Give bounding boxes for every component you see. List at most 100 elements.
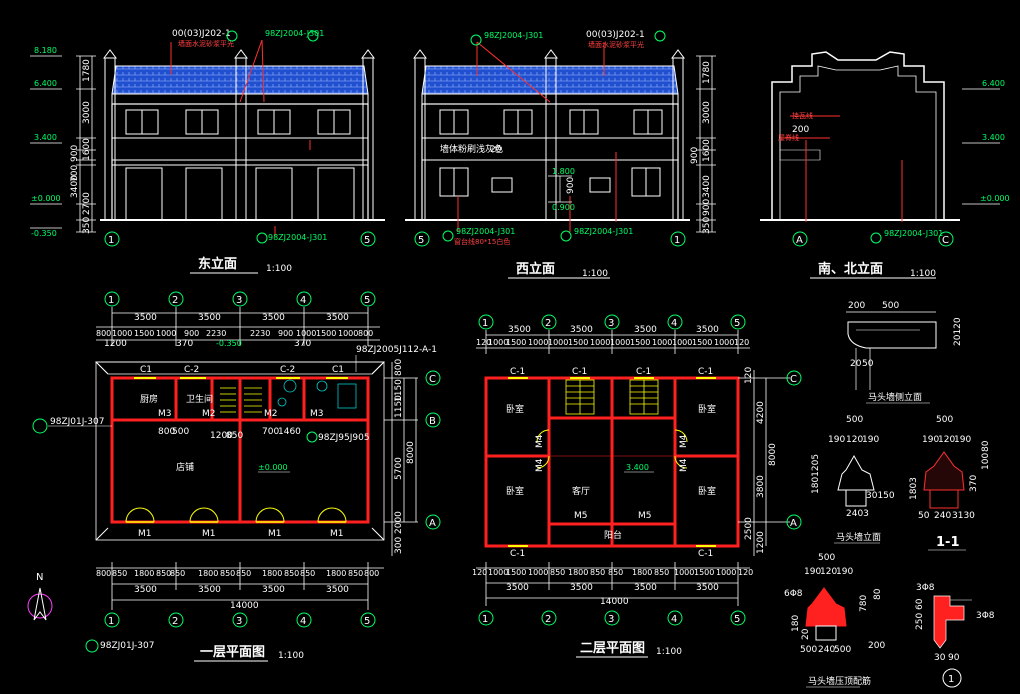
west-callout-2: 00(03)J202-1	[586, 30, 645, 40]
west-title: 西立面	[516, 261, 555, 277]
detail-section-1-1: 500 190 120 190 370 100 80 1803 50 240 3…	[909, 415, 991, 551]
svg-text:1000: 1000	[338, 329, 358, 338]
svg-text:阳台: 阳台	[604, 529, 622, 541]
svg-text:1500: 1500	[316, 329, 336, 338]
svg-text:350: 350	[702, 217, 712, 234]
svg-text:30: 30	[934, 653, 946, 663]
svg-text:1000: 1000	[528, 568, 548, 577]
svg-text:200: 200	[792, 125, 809, 135]
svg-text:A: A	[790, 518, 797, 529]
svg-text:80: 80	[873, 588, 883, 600]
detail-parapet-side: 200 500 20120 20 50 马头墙侧立面	[846, 301, 963, 404]
svg-text:1150: 1150	[394, 395, 404, 418]
svg-text:1200: 1200	[756, 531, 766, 554]
svg-text:700: 700	[262, 427, 279, 437]
svg-text:墙体粉刷浅灰色: 墙体粉刷浅灰色	[440, 143, 503, 155]
svg-text:1000: 1000	[590, 338, 610, 347]
svg-text:200: 200	[848, 301, 865, 311]
p1-ref-callout: 98ZJ2005J112-A-1	[356, 345, 437, 355]
svg-text:190: 190	[922, 435, 939, 445]
svg-text:200: 200	[868, 641, 885, 651]
svg-text:850: 850	[220, 569, 235, 578]
svg-text:5: 5	[734, 614, 740, 625]
west-callout-bottom-2: 98ZJ2004-J301	[574, 227, 633, 236]
west-callout-1: 98ZJ2004-J301	[484, 31, 543, 40]
east-detail-circle	[226, 30, 238, 42]
svg-text:900: 900	[278, 329, 293, 338]
p1-window-3: C-2	[280, 365, 295, 375]
svg-text:4: 4	[300, 295, 306, 306]
east-callout-1: 00(03)J202-1	[172, 29, 231, 39]
svg-text:120: 120	[734, 338, 749, 347]
svg-text:3400: 3400	[702, 175, 712, 198]
svg-text:900: 900	[702, 199, 712, 216]
p1-door-4: M1	[330, 529, 344, 539]
sn-scale: 1:100	[910, 269, 936, 279]
svg-text:800: 800	[364, 569, 379, 578]
p2-level: 3.400	[626, 463, 649, 472]
svg-text:3: 3	[608, 614, 614, 625]
svg-text:3: 3	[608, 318, 614, 329]
svg-text:500: 500	[818, 553, 835, 563]
svg-text:M2: M2	[264, 409, 278, 419]
p1-left-callout: 98ZJ01J-307	[50, 417, 104, 427]
svg-text:1500: 1500	[506, 568, 526, 577]
sn-level-3: ±0.000	[980, 194, 1010, 203]
floor1-scale: 1:100	[278, 651, 304, 661]
p1-door-2: M1	[202, 529, 216, 539]
svg-text:800: 800	[96, 329, 111, 338]
svg-text:墙面水泥砂浆平光: 墙面水泥砂浆平光	[178, 39, 234, 48]
svg-text:8000: 8000	[406, 441, 416, 464]
p1-room-wc: 卫生间	[186, 393, 213, 405]
svg-text:卧室: 卧室	[698, 485, 716, 497]
p1-window-2: C-2	[184, 365, 199, 375]
svg-text:卧室: 卧室	[698, 403, 716, 415]
svg-text:M5: M5	[574, 511, 588, 521]
svg-text:3500: 3500	[696, 583, 719, 593]
svg-text:3500: 3500	[262, 585, 285, 595]
p1-door-1: M1	[138, 529, 152, 539]
svg-text:1800: 1800	[198, 569, 218, 578]
svg-text:3500: 3500	[198, 585, 221, 595]
svg-text:4200: 4200	[756, 401, 766, 424]
east-scale: 1:100	[266, 264, 292, 274]
svg-text:1500: 1500	[568, 338, 588, 347]
svg-text:1200: 1200	[104, 339, 127, 349]
svg-text:1150: 1150	[394, 379, 404, 402]
east-callout-bottom: 98ZJ2004-J301	[268, 233, 327, 242]
svg-text:1800: 1800	[568, 568, 588, 577]
svg-text:2: 2	[172, 616, 178, 627]
svg-text:2500: 2500	[744, 517, 754, 540]
svg-text:1500: 1500	[506, 338, 526, 347]
svg-text:850: 850	[226, 431, 243, 441]
svg-text:3130: 3130	[952, 511, 975, 521]
svg-text:M3: M3	[310, 409, 324, 419]
svg-text:190: 190	[836, 567, 853, 577]
svg-text:350: 350	[82, 217, 92, 234]
svg-text:客厅: 客厅	[572, 485, 590, 497]
svg-text:1000: 1000	[548, 338, 568, 347]
svg-text:30150: 30150	[866, 491, 895, 501]
svg-text:1: 1	[482, 318, 488, 329]
svg-text:1000: 1000	[714, 338, 734, 347]
svg-text:240: 240	[818, 645, 835, 655]
svg-text:800: 800	[394, 359, 404, 376]
west-elevation: 98ZJ2004-J301 00(03)J202-1 墙面水泥砂浆平光 墙体粉刷…	[405, 30, 716, 279]
svg-text:卧室: 卧室	[506, 403, 524, 415]
svg-text:3400: 3400	[70, 175, 80, 198]
svg-text:1800: 1800	[134, 569, 154, 578]
svg-text:190: 190	[828, 435, 845, 445]
svg-text:M3: M3	[158, 409, 172, 419]
east-elevation: 00(03)J202-1 98ZJ2004-J301 墙面水泥砂浆平光 98ZJ…	[30, 29, 385, 274]
svg-text:3500: 3500	[326, 313, 349, 323]
svg-text:120: 120	[938, 435, 955, 445]
svg-text:370: 370	[969, 475, 979, 492]
svg-text:2403: 2403	[846, 509, 869, 519]
svg-text:850: 850	[590, 568, 605, 577]
detail-parapet-rebar: 500 190 120 190 6Φ8 180 20 500 240 500 7…	[784, 553, 885, 688]
svg-text:1: 1	[482, 614, 488, 625]
svg-text:120: 120	[472, 568, 487, 577]
svg-text:A: A	[796, 235, 803, 246]
svg-text:500: 500	[846, 415, 863, 425]
